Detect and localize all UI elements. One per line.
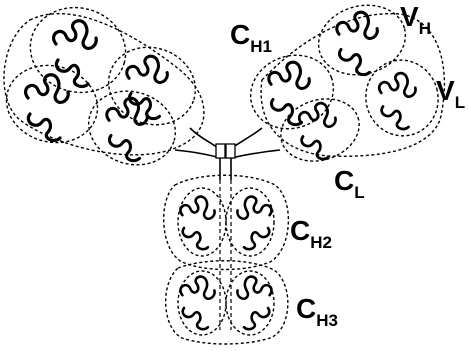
left-vl-domain (5, 64, 99, 144)
ch3-domain-outline (165, 260, 289, 345)
right-vh-domain (317, 4, 407, 77)
right-cl-domain (280, 98, 360, 162)
left-vh-domain (29, 6, 127, 94)
left-fab-arm (3, 6, 221, 166)
right-fab-arm (231, 4, 446, 162)
label-ch2: CH2 (290, 215, 332, 252)
ch2-domain-outline (163, 174, 290, 271)
label-cl: CL (334, 165, 365, 202)
label-ch1: CH1 (230, 19, 272, 56)
label-vh: VH (400, 1, 431, 38)
hinge-region (215, 143, 236, 180)
left-ch1-domain (107, 46, 197, 126)
label-ch3: CH3 (296, 293, 338, 330)
fc-region (163, 174, 290, 345)
right-ch1-domain (249, 54, 335, 130)
right-vl-domain (365, 59, 439, 137)
label-vl: VL (436, 75, 465, 112)
